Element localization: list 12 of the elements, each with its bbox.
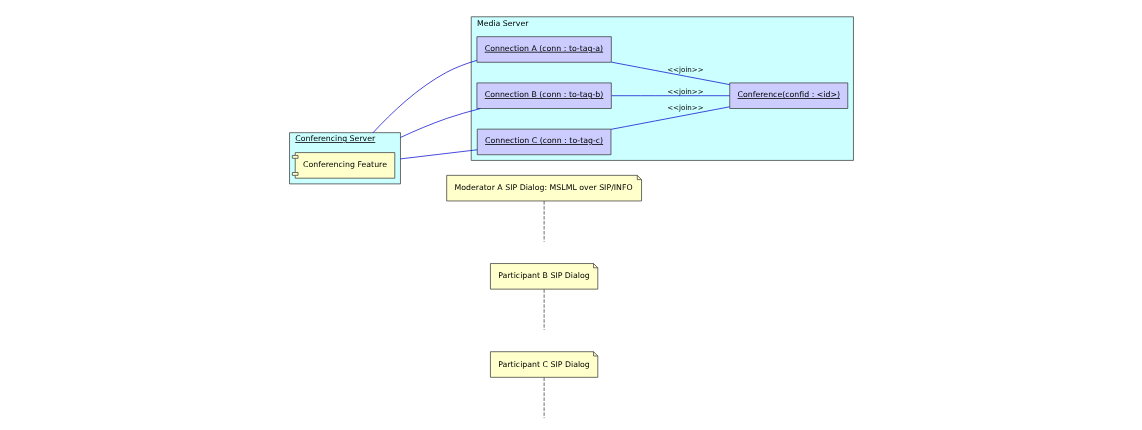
connector xyxy=(399,149,478,160)
edge-label: <<join>> xyxy=(666,86,704,96)
connector xyxy=(372,60,477,134)
edge-label: <<join>> xyxy=(666,102,704,112)
connector xyxy=(610,95,730,97)
edge-label: <<join>> xyxy=(666,65,704,75)
connector xyxy=(543,288,544,331)
connector xyxy=(610,106,730,130)
connector xyxy=(543,200,544,243)
connector xyxy=(399,108,481,138)
connector xyxy=(610,61,730,85)
connector xyxy=(543,377,544,419)
